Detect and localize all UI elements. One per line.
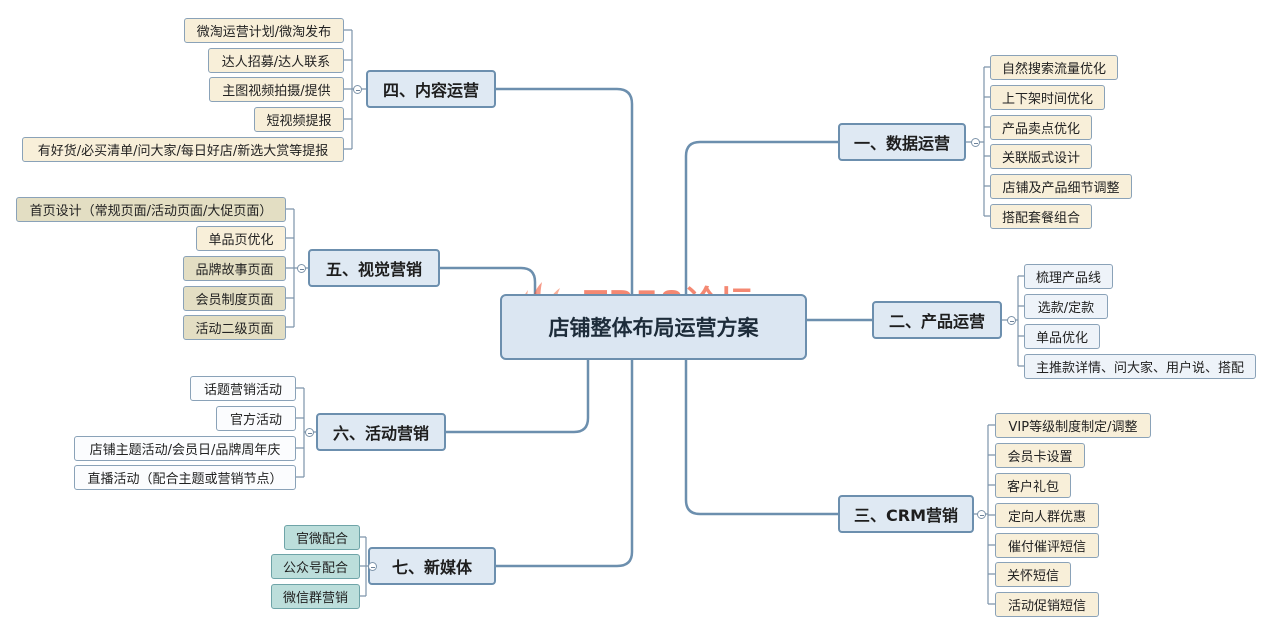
- leaf-data-ops-1[interactable]: 自然搜索流量优化: [990, 55, 1118, 80]
- collapse-toggle-data-ops[interactable]: [971, 138, 980, 147]
- leaf-new-media-2[interactable]: 公众号配合: [271, 554, 360, 579]
- leaf-visual-3[interactable]: 品牌故事页面: [183, 256, 286, 281]
- collapse-toggle-events[interactable]: [305, 428, 314, 437]
- leaf-events-1[interactable]: 话题营销活动: [190, 376, 296, 401]
- branch-crm[interactable]: 三、CRM营销: [838, 495, 974, 533]
- collapse-toggle-crm[interactable]: [977, 510, 986, 519]
- leaf-data-ops-6[interactable]: 搭配套餐组合: [990, 204, 1092, 229]
- collapse-toggle-visual[interactable]: [297, 264, 306, 273]
- leaf-new-media-3[interactable]: 微信群营销: [271, 584, 360, 609]
- leaf-visual-4[interactable]: 会员制度页面: [183, 286, 286, 311]
- leaf-content-ops-4[interactable]: 短视频提报: [254, 107, 344, 132]
- connector-events: [446, 360, 590, 434]
- leaf-content-ops-5[interactable]: 有好货/必买清单/问大家/每日好店/新选大赏等提报: [22, 137, 344, 162]
- leaf-visual-1[interactable]: 首页设计（常规页面/活动页面/大促页面）: [16, 197, 286, 222]
- leaf-data-ops-3[interactable]: 产品卖点优化: [990, 115, 1092, 140]
- leaf-content-ops-3[interactable]: 主图视频拍摄/提供: [209, 77, 344, 102]
- leaf-visual-2[interactable]: 单品页优化: [196, 226, 286, 251]
- collapse-toggle-product-ops[interactable]: [1007, 316, 1016, 325]
- connector-content-ops: [496, 87, 634, 294]
- leaf-crm-1[interactable]: VIP等级制度制定/调整: [995, 413, 1151, 438]
- leaf-crm-5[interactable]: 催付催评短信: [995, 533, 1099, 558]
- leaf-visual-5[interactable]: 活动二级页面: [183, 315, 286, 340]
- leaf-events-2[interactable]: 官方活动: [216, 406, 296, 431]
- leaf-crm-4[interactable]: 定向人群优惠: [995, 503, 1099, 528]
- leaf-content-ops-1[interactable]: 微淘运营计划/微淘发布: [184, 18, 344, 43]
- branch-events[interactable]: 六、活动营销: [316, 413, 446, 451]
- collapse-toggle-content-ops[interactable]: [353, 85, 362, 94]
- leaf-crm-7[interactable]: 活动促销短信: [995, 592, 1099, 617]
- leaf-product-ops-1[interactable]: 梳理产品线: [1024, 264, 1113, 289]
- connector-data-ops: [684, 140, 838, 294]
- branch-product-ops[interactable]: 二、产品运营: [872, 301, 1002, 339]
- leaf-crm-6[interactable]: 关怀短信: [995, 562, 1071, 587]
- branch-data-ops[interactable]: 一、数据运营: [838, 123, 966, 161]
- leaf-data-ops-2[interactable]: 上下架时间优化: [990, 85, 1105, 110]
- branch-visual[interactable]: 五、视觉营销: [308, 249, 440, 287]
- leaf-product-ops-4[interactable]: 主推款详情、问大家、用户说、搭配: [1024, 354, 1256, 379]
- leaf-crm-2[interactable]: 会员卡设置: [995, 443, 1085, 468]
- center-topic[interactable]: 店铺整体布局运营方案: [500, 294, 807, 360]
- collapse-toggle-new-media[interactable]: [368, 562, 377, 571]
- connector-visual: [440, 266, 537, 294]
- leaf-events-4[interactable]: 直播活动（配合主题或营销节点）: [74, 465, 296, 490]
- leaf-data-ops-4[interactable]: 关联版式设计: [990, 144, 1092, 169]
- leaf-product-ops-2[interactable]: 选款/定款: [1024, 294, 1108, 319]
- leaf-events-3[interactable]: 店铺主题活动/会员日/品牌周年庆: [74, 436, 296, 461]
- connector-crm: [684, 360, 838, 516]
- connector-new-media: [496, 360, 634, 568]
- branch-new-media[interactable]: 七、新媒体: [368, 547, 496, 585]
- leaf-crm-3[interactable]: 客户礼包: [995, 473, 1071, 498]
- leaf-product-ops-3[interactable]: 单品优化: [1024, 324, 1100, 349]
- leaf-data-ops-5[interactable]: 店铺及产品细节调整: [990, 174, 1132, 199]
- leaf-new-media-1[interactable]: 官微配合: [284, 525, 360, 550]
- branch-content-ops[interactable]: 四、内容运营: [366, 70, 496, 108]
- leaf-content-ops-2[interactable]: 达人招募/达人联系: [208, 48, 344, 73]
